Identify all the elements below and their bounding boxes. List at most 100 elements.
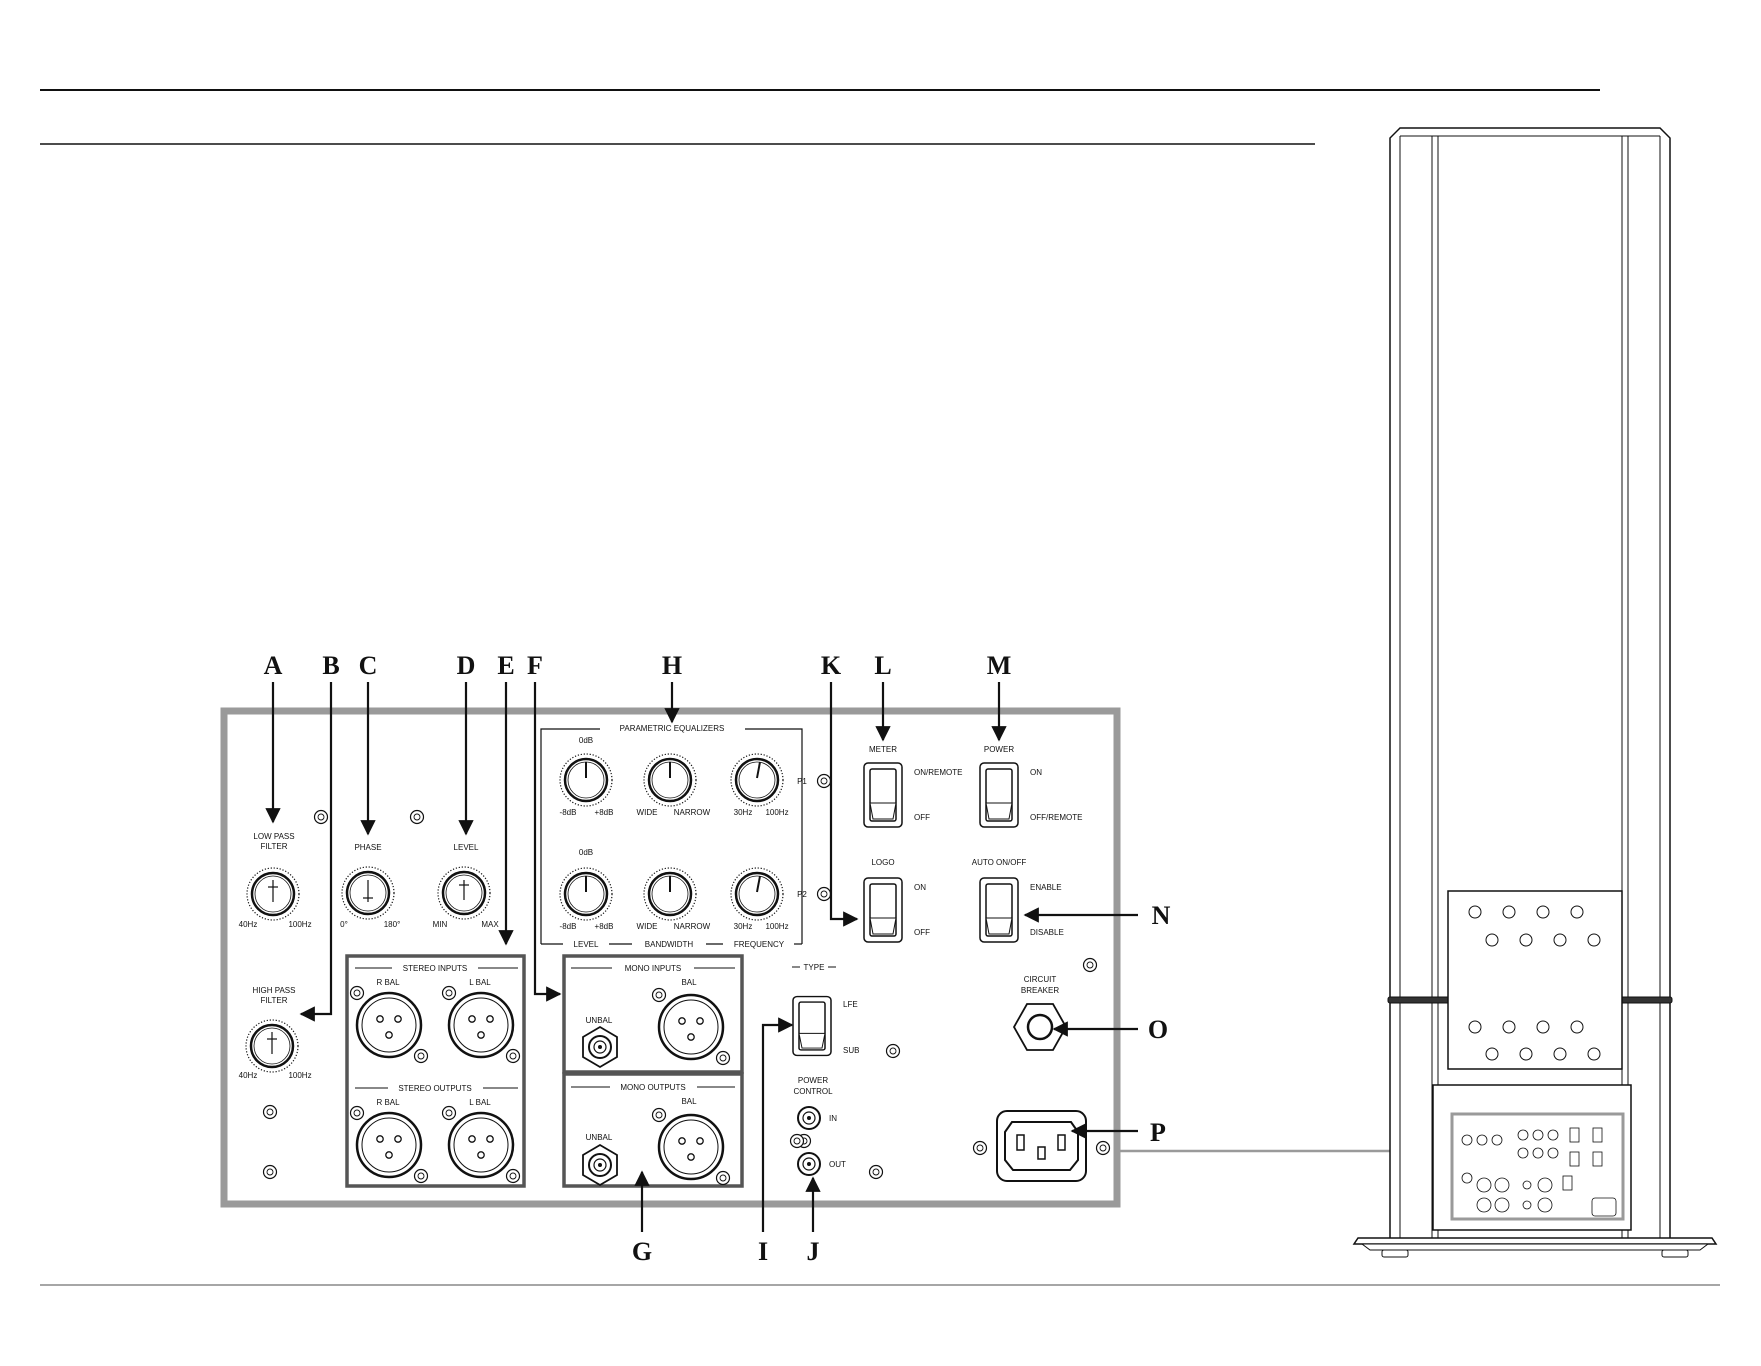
peq-p2-zero-db: 0dB: [579, 848, 593, 857]
peq-p2-min-db: -8dB: [560, 922, 577, 931]
peq-p2-max-db: +8dB: [595, 922, 614, 931]
peq-p1-level-knob[interactable]: [558, 752, 614, 808]
type-sub: SUB: [843, 1046, 859, 1055]
power-control: POWER CONTROL IN OUT: [789, 1076, 846, 1176]
arrow-b: [299, 682, 333, 1022]
peq-p2-bandwidth-knob[interactable]: [642, 866, 698, 922]
p2-label: P2: [797, 890, 807, 899]
power-switch[interactable]: POWER ON OFF/REMOTE: [979, 745, 1082, 828]
speaker-cabinet-rear-view: [1352, 127, 1718, 1258]
mono-inputs-box: MONO INPUTS BAL UNBAL: [562, 954, 744, 1074]
breaker-title-2: BREAKER: [1021, 986, 1059, 995]
peq-p2-narrow: NARROW: [674, 922, 711, 931]
low-pass-min: 40Hz: [239, 920, 258, 929]
parametric-equalizers: PARAMETRIC EQUALIZERS LEVEL BANDWIDTH FR…: [540, 724, 807, 949]
stereo-outputs-title: STEREO OUTPUTS: [398, 1084, 471, 1093]
meter-title: METER: [869, 745, 897, 754]
mono-output-unbal-jack[interactable]: [583, 1145, 617, 1185]
peq-p2-level-knob[interactable]: [558, 866, 614, 922]
callouts: A B C D E F H K L M N O P G I J: [264, 651, 1171, 1266]
meter-switch[interactable]: METER ON/REMOTE OFF: [863, 745, 962, 828]
auto-off: DISABLE: [1030, 928, 1064, 937]
power-control-out-label: OUT: [829, 1160, 846, 1169]
mono-input-bal-xlr[interactable]: [657, 993, 725, 1061]
level-knob[interactable]: LEVEL MIN MAX: [433, 843, 500, 929]
callout-g: G: [632, 1237, 652, 1266]
mono-in-unbal-label: UNBAL: [586, 1016, 613, 1025]
power-on: ON: [1030, 768, 1042, 777]
auto-on: ENABLE: [1030, 883, 1062, 892]
level-max: MAX: [481, 920, 499, 929]
callout-o: O: [1148, 1015, 1168, 1044]
power-off: OFF/REMOTE: [1030, 813, 1082, 822]
p1-label: P1: [797, 777, 807, 786]
low-pass-filter-knob[interactable]: LOW PASS FILTER 40Hz 100Hz: [239, 832, 312, 929]
stereo-out-r-bal: R BAL: [376, 1098, 400, 1107]
high-pass-filter-knob[interactable]: HIGH PASS FILTER 40Hz 100Hz: [239, 986, 312, 1080]
arrow-f: [533, 682, 562, 1002]
stereo-io-box: STEREO INPUTS R BAL L BAL STEREO OUTPUTS…: [345, 954, 526, 1188]
callout-f: F: [527, 651, 543, 680]
high-pass-min: 40Hz: [239, 1071, 258, 1080]
peq-p2-frequency-knob[interactable]: [729, 866, 785, 922]
type-switch[interactable]: TYPE LFE SUB: [792, 963, 859, 1057]
logo-title: LOGO: [871, 858, 894, 867]
logo-on: ON: [914, 883, 926, 892]
power-control-in-jack[interactable]: [797, 1106, 821, 1130]
ac-power-inlet[interactable]: [996, 1110, 1087, 1182]
peq-p2-30hz: 30Hz: [734, 922, 753, 931]
peq-p1-min-db: -8dB: [560, 808, 577, 817]
low-pass-title-1: LOW PASS: [253, 832, 294, 841]
callout-d: D: [457, 651, 476, 680]
stereo-output-r-xlr[interactable]: [355, 1111, 423, 1179]
high-pass-title-1: HIGH PASS: [253, 986, 296, 995]
callout-k: K: [821, 651, 842, 680]
peq-p1-frequency-knob[interactable]: [729, 752, 785, 808]
callout-b: B: [322, 651, 339, 680]
arrow-i: [761, 1017, 794, 1232]
mono-input-unbal-jack[interactable]: [583, 1027, 617, 1067]
peq-frequency-label: FREQUENCY: [734, 940, 785, 949]
mono-output-bal-xlr[interactable]: [657, 1113, 725, 1181]
stereo-in-l-bal: L BAL: [469, 978, 491, 987]
mono-out-unbal-label: UNBAL: [586, 1133, 613, 1142]
callout-m: M: [987, 651, 1012, 680]
auto-title: AUTO ON/OFF: [972, 858, 1027, 867]
circuit-breaker[interactable]: CIRCUIT BREAKER: [1012, 975, 1068, 1051]
high-pass-max: 100Hz: [288, 1071, 311, 1080]
peq-title: PARAMETRIC EQUALIZERS: [620, 724, 725, 733]
mono-in-bal-label: BAL: [681, 978, 697, 987]
peq-p1-narrow: NARROW: [674, 808, 711, 817]
power-control-out-jack[interactable]: [797, 1152, 821, 1176]
callout-j: J: [807, 1237, 820, 1266]
breaker-title-1: CIRCUIT: [1024, 975, 1057, 984]
mono-outputs-box: MONO OUTPUTS BAL UNBAL: [562, 1072, 744, 1188]
callout-p: P: [1150, 1118, 1166, 1147]
phase-title: PHASE: [354, 843, 381, 852]
stereo-inputs-title: STEREO INPUTS: [403, 964, 467, 973]
stereo-output-l-xlr[interactable]: [447, 1111, 515, 1179]
stereo-input-r-xlr[interactable]: [355, 991, 423, 1059]
type-title: TYPE: [804, 963, 825, 972]
auto-on-off-switch[interactable]: AUTO ON/OFF ENABLE DISABLE: [972, 858, 1064, 943]
phase-knob[interactable]: PHASE 0° 180°: [340, 843, 400, 929]
arrow-k: [829, 682, 859, 927]
callout-c: C: [359, 651, 378, 680]
phase-min: 0°: [340, 920, 348, 929]
power-control-in-label: IN: [829, 1114, 837, 1123]
peq-p1-30hz: 30Hz: [734, 808, 753, 817]
peq-p1-zero-db: 0dB: [579, 736, 593, 745]
meter-off: OFF: [914, 813, 930, 822]
power-control-title-1: POWER: [798, 1076, 828, 1085]
type-lfe: LFE: [843, 1000, 858, 1009]
peq-p2-wide: WIDE: [637, 922, 658, 931]
logo-switch[interactable]: LOGO ON OFF: [863, 858, 930, 943]
peq-bandwidth-label: BANDWIDTH: [645, 940, 694, 949]
logo-off: OFF: [914, 928, 930, 937]
stereo-input-l-xlr[interactable]: [447, 991, 515, 1059]
power-title: POWER: [984, 745, 1014, 754]
peq-p1-bandwidth-knob[interactable]: [642, 752, 698, 808]
mono-outputs-title: MONO OUTPUTS: [620, 1083, 685, 1092]
meter-on: ON/REMOTE: [914, 768, 962, 777]
